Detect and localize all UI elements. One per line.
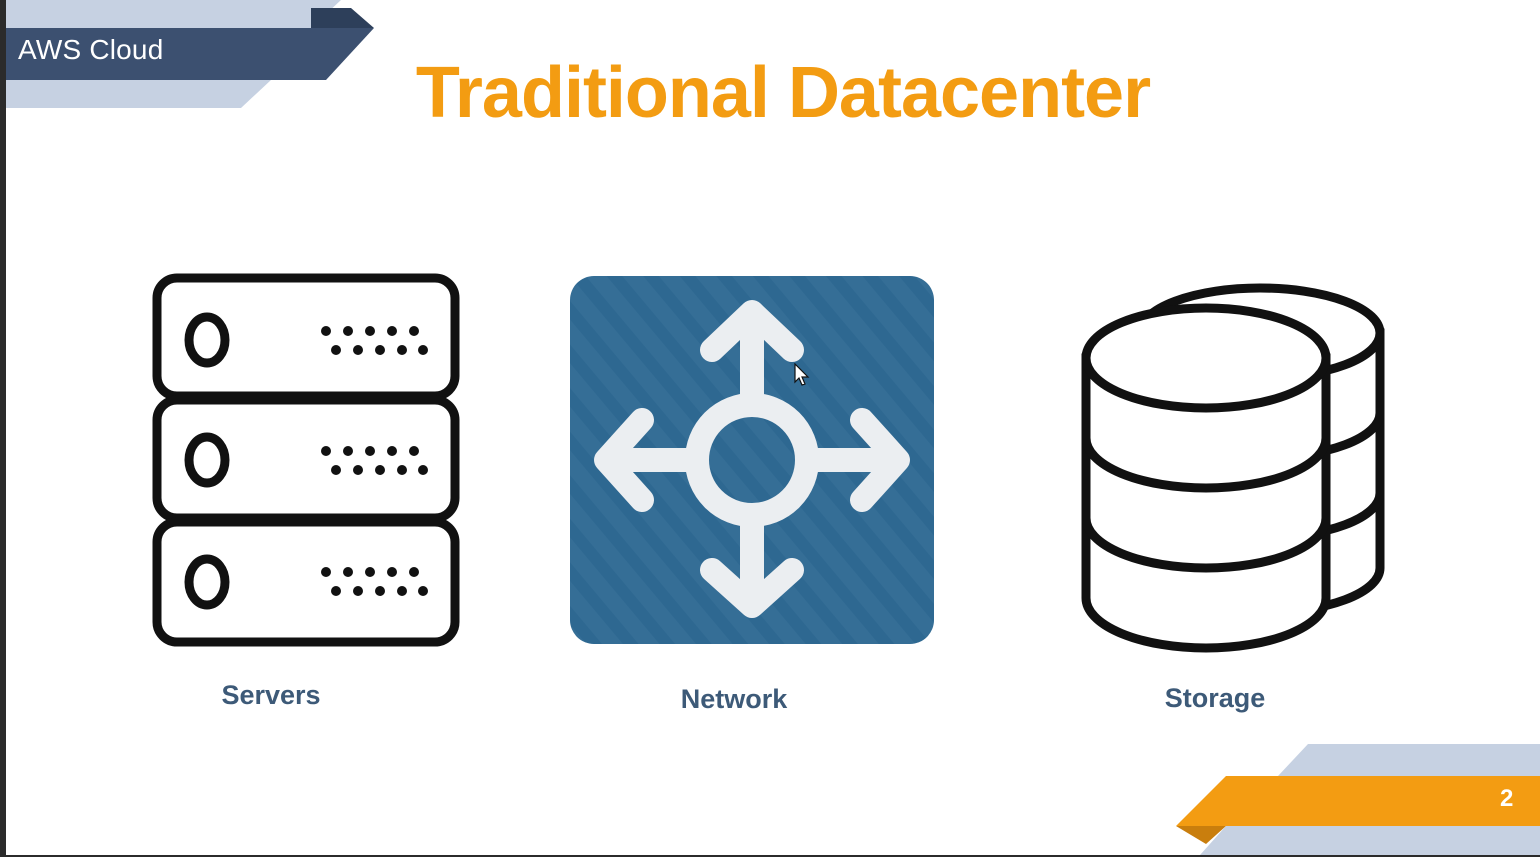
caption-servers: Servers [221, 680, 321, 710]
slide-title: Traditional Datacenter [415, 53, 1151, 133]
network-switch-icon [570, 276, 934, 644]
database-storage-icon [1081, 283, 1385, 653]
server-rack-icon [152, 273, 460, 647]
header-banner [6, 0, 374, 108]
footer-banner [1176, 744, 1540, 855]
page-number: 2 [1500, 785, 1514, 812]
caption-storage: Storage [1164, 683, 1266, 713]
mouse-cursor-icon [794, 363, 810, 386]
section-label: AWS Cloud [18, 34, 164, 65]
slide: AWS Cloud Traditional Datacenter Servers [6, 0, 1540, 855]
caption-network: Network [680, 684, 788, 714]
